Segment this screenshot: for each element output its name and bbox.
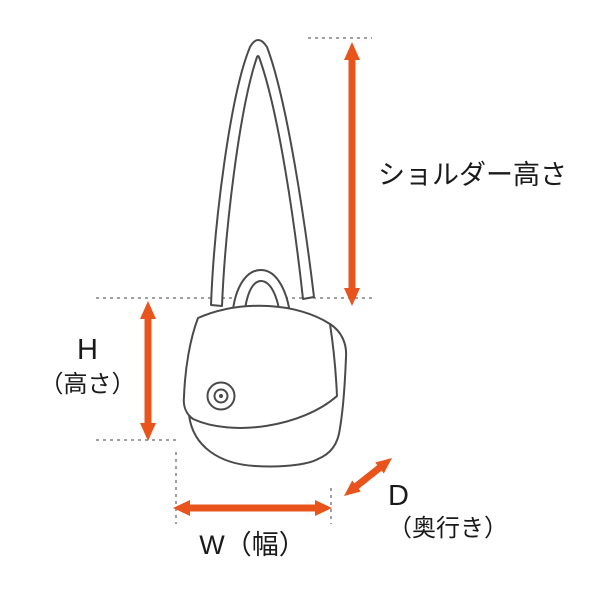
bag-body-bottom — [188, 414, 319, 468]
clasp-button-inner — [213, 388, 229, 404]
arrow-head-down-left-icon — [344, 480, 361, 496]
clasp-button-outer — [206, 381, 236, 411]
label-width: W（幅） — [199, 530, 306, 560]
width-arrow — [173, 500, 332, 516]
label-depth-abbr: D — [388, 480, 409, 512]
label-height: H （高さ） — [25, 334, 150, 399]
shoulder-height-arrow — [344, 42, 360, 306]
label-depth-name: （奥行き） — [388, 515, 508, 543]
height-arrow — [140, 301, 156, 441]
arrow-head-down-icon — [344, 288, 360, 306]
label-shoulder-height: ショルダー高さ — [378, 160, 567, 190]
arrow-head-right-icon — [315, 500, 332, 516]
shoulder-strap — [210, 39, 315, 307]
arrow-head-up-right-icon — [375, 458, 392, 474]
arrow-head-left-icon — [173, 500, 190, 516]
bag-front-flap — [182, 304, 338, 429]
arrow-head-up-icon — [140, 301, 156, 319]
label-depth: D （奥行き） — [388, 480, 508, 543]
arrow-head-up-icon — [344, 42, 360, 60]
depth-arrow — [344, 458, 392, 496]
arrow-head-down-icon — [140, 423, 156, 441]
label-height-name: （高さ） — [39, 371, 136, 399]
arrow-shaft — [353, 464, 383, 490]
label-height-abbr: H — [77, 334, 98, 366]
bag-side-gusset — [317, 323, 348, 460]
clasp-button-dot — [219, 394, 223, 398]
